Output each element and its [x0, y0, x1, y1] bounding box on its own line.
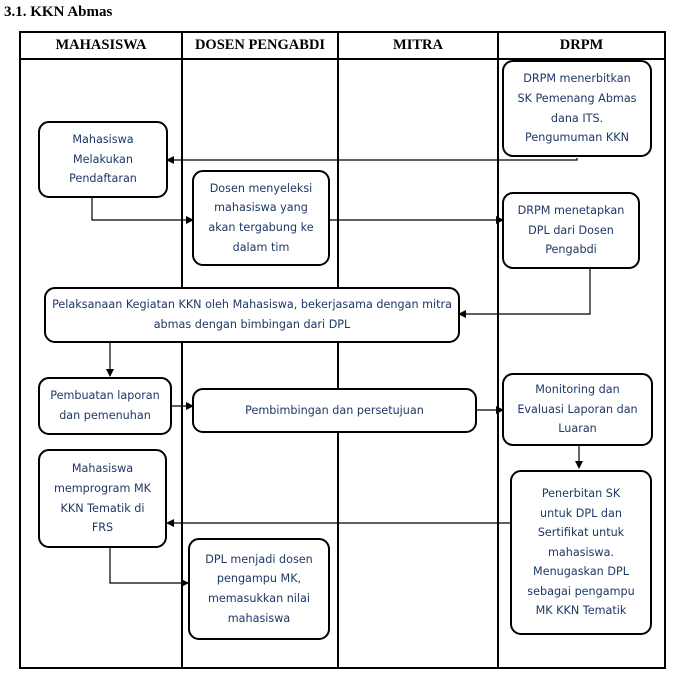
arrow-pendaftaran-to-seleksi: [91, 198, 194, 224]
step-text: DRPM menerbitkan SK Pemenang Abmas dana …: [517, 72, 637, 145]
step-dpl-pengampu: DPL menjadi dosen pengampu MK, memasukka…: [188, 538, 330, 640]
step-mahasiswa-pendaftaran: Mahasiswa Melakukan Pendaftaran: [38, 121, 168, 198]
lane-divider-2: [337, 31, 339, 669]
step-text: Mahasiswa memprogram MK KKN Tematik di F…: [54, 462, 151, 535]
step-dosen-seleksi: Dosen menyeleksi mahasiswa yang akan ter…: [192, 170, 330, 266]
step-text: Pembuatan laporan dan pemenuhan: [50, 389, 160, 422]
lane-title-drpm: DRPM: [559, 37, 604, 53]
header-divider: [19, 58, 666, 60]
step-mahasiswa-laporan: Pembuatan laporan dan pemenuhan: [38, 377, 172, 435]
lane-title-mahasiswa: MAHASISWA: [55, 37, 147, 53]
step-text: Pelaksanaan Kegiatan KKN oleh Mahasiswa,…: [52, 298, 452, 331]
step-text: DPL menjadi dosen pengampu MK, memasukka…: [205, 552, 313, 625]
step-text: Pembimbingan dan persetujuan: [245, 403, 424, 417]
step-mahasiswa-memprogram-mk: Mahasiswa memprogram MK KKN Tematik di F…: [38, 449, 167, 548]
lane-title-mitra: MITRA: [393, 37, 443, 53]
arrow-memprogram-to-dpl-pengampu: [109, 548, 189, 587]
section-title: 3.1. KKN Abmas: [4, 4, 113, 20]
step-text: Penerbitan SK untuk DPL dan Sertifikat u…: [527, 486, 635, 618]
step-drpm-monitoring: Monitoring dan Evaluasi Laporan dan Luar…: [502, 373, 653, 446]
step-text: Monitoring dan Evaluasi Laporan dan Luar…: [517, 383, 638, 436]
lane-divider-1: [181, 31, 183, 669]
step-text: DRPM menetapkan DPL dari Dosen Pengabdi: [517, 204, 625, 257]
step-text: Dosen menyeleksi mahasiswa yang akan ter…: [208, 181, 314, 254]
step-drpm-tetapkan-dpl: DRPM menetapkan DPL dari Dosen Pengabdi: [502, 192, 640, 269]
step-text: Mahasiswa Melakukan Pendaftaran: [69, 133, 137, 186]
step-drpm-penerbitan-sk: Penerbitan SK untuk DPL dan Sertifikat u…: [510, 470, 652, 635]
swimlane-frame: [19, 31, 666, 669]
lane-divider-3: [497, 31, 499, 669]
step-pembimbingan: Pembimbingan dan persetujuan: [192, 388, 477, 433]
step-pelaksanaan-kkn: Pelaksanaan Kegiatan KKN oleh Mahasiswa,…: [44, 287, 460, 343]
arrow-sk-to-pendaftaran: [166, 156, 578, 164]
step-drpm-sk-pemenang: DRPM menerbitkan SK Pemenang Abmas dana …: [502, 60, 652, 157]
arrow-dpl-to-pelaksanaan: [458, 269, 591, 318]
lane-title-dosen-pengabdi: DOSEN PENGABDI: [194, 37, 326, 53]
